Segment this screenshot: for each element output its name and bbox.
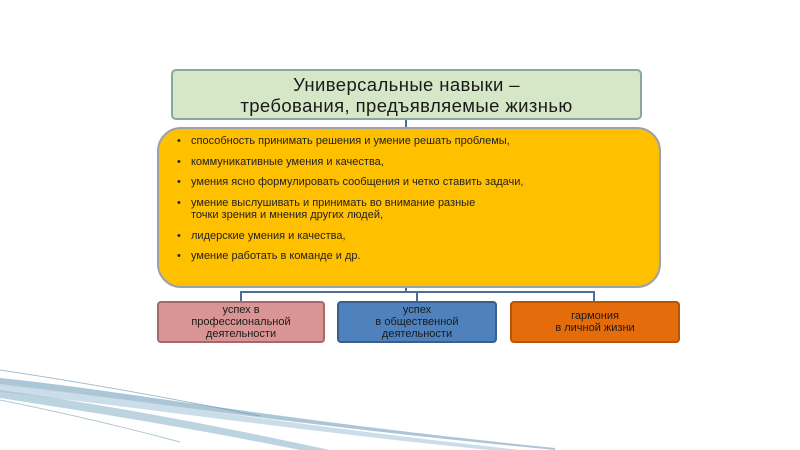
outcome-line: гармония — [571, 310, 619, 322]
outcome-line: в общественной — [375, 316, 459, 328]
skill-text: коммуникативные умения и качества, — [191, 155, 384, 168]
connector-center-drop — [416, 291, 418, 301]
bullet-icon: • — [177, 135, 181, 147]
outcome-personal: гармония в личной жизни — [510, 301, 680, 343]
title-line-2: требования, предъявляемые жизнью — [240, 94, 573, 116]
outcome-line: успех в — [222, 304, 260, 316]
skill-item: • умения ясно формулировать сообщения и … — [177, 176, 645, 189]
skill-text: умение выслушивать и принимать во вниман… — [191, 196, 476, 222]
skill-item: • коммуникативные умения и качества, — [177, 156, 645, 169]
outcome-line: в личной жизни — [555, 322, 635, 334]
outcome-line: успех — [402, 304, 432, 316]
bullet-icon: • — [177, 176, 181, 188]
skills-list: • способность принимать решения и умение… — [177, 135, 645, 263]
skill-item: • лидерские умения и качества, — [177, 230, 645, 243]
bullet-icon: • — [177, 196, 181, 209]
bullet-icon: • — [177, 229, 181, 242]
skill-text: лидерские умения и качества, — [191, 229, 346, 242]
connector-right-drop — [593, 291, 595, 301]
skill-item: • умение работать в команде и др. — [177, 250, 645, 263]
connector-main-trunk — [405, 288, 407, 292]
decorative-swoosh — [0, 369, 555, 450]
connector-title-main — [405, 120, 407, 127]
outcome-line: профессиональной — [191, 316, 291, 328]
outcome-social: успех в общественной деятельности — [337, 301, 497, 343]
skill-text: умение работать в команде и др. — [191, 250, 361, 262]
skill-item: • способность принимать решения и умение… — [177, 135, 645, 148]
outcome-line: деятельности — [205, 328, 277, 340]
outcome-professional: успех в профессиональной деятельности — [157, 301, 325, 343]
skill-text: умения ясно формулировать сообщения и че… — [191, 176, 524, 188]
title-box: Универсальные навыки – требования, предъ… — [171, 69, 642, 120]
bullet-icon: • — [177, 155, 181, 168]
title-line-1: Универсальные навыки – — [293, 73, 520, 95]
skill-item: • умение выслушивать и принимать во вним… — [177, 197, 645, 222]
skill-text: способность принимать решения и умение р… — [191, 135, 510, 147]
outcome-line: деятельности — [381, 328, 453, 340]
connector-left-drop — [240, 291, 242, 301]
bullet-icon: • — [177, 250, 181, 262]
skills-box: • способность принимать решения и умение… — [157, 127, 661, 288]
